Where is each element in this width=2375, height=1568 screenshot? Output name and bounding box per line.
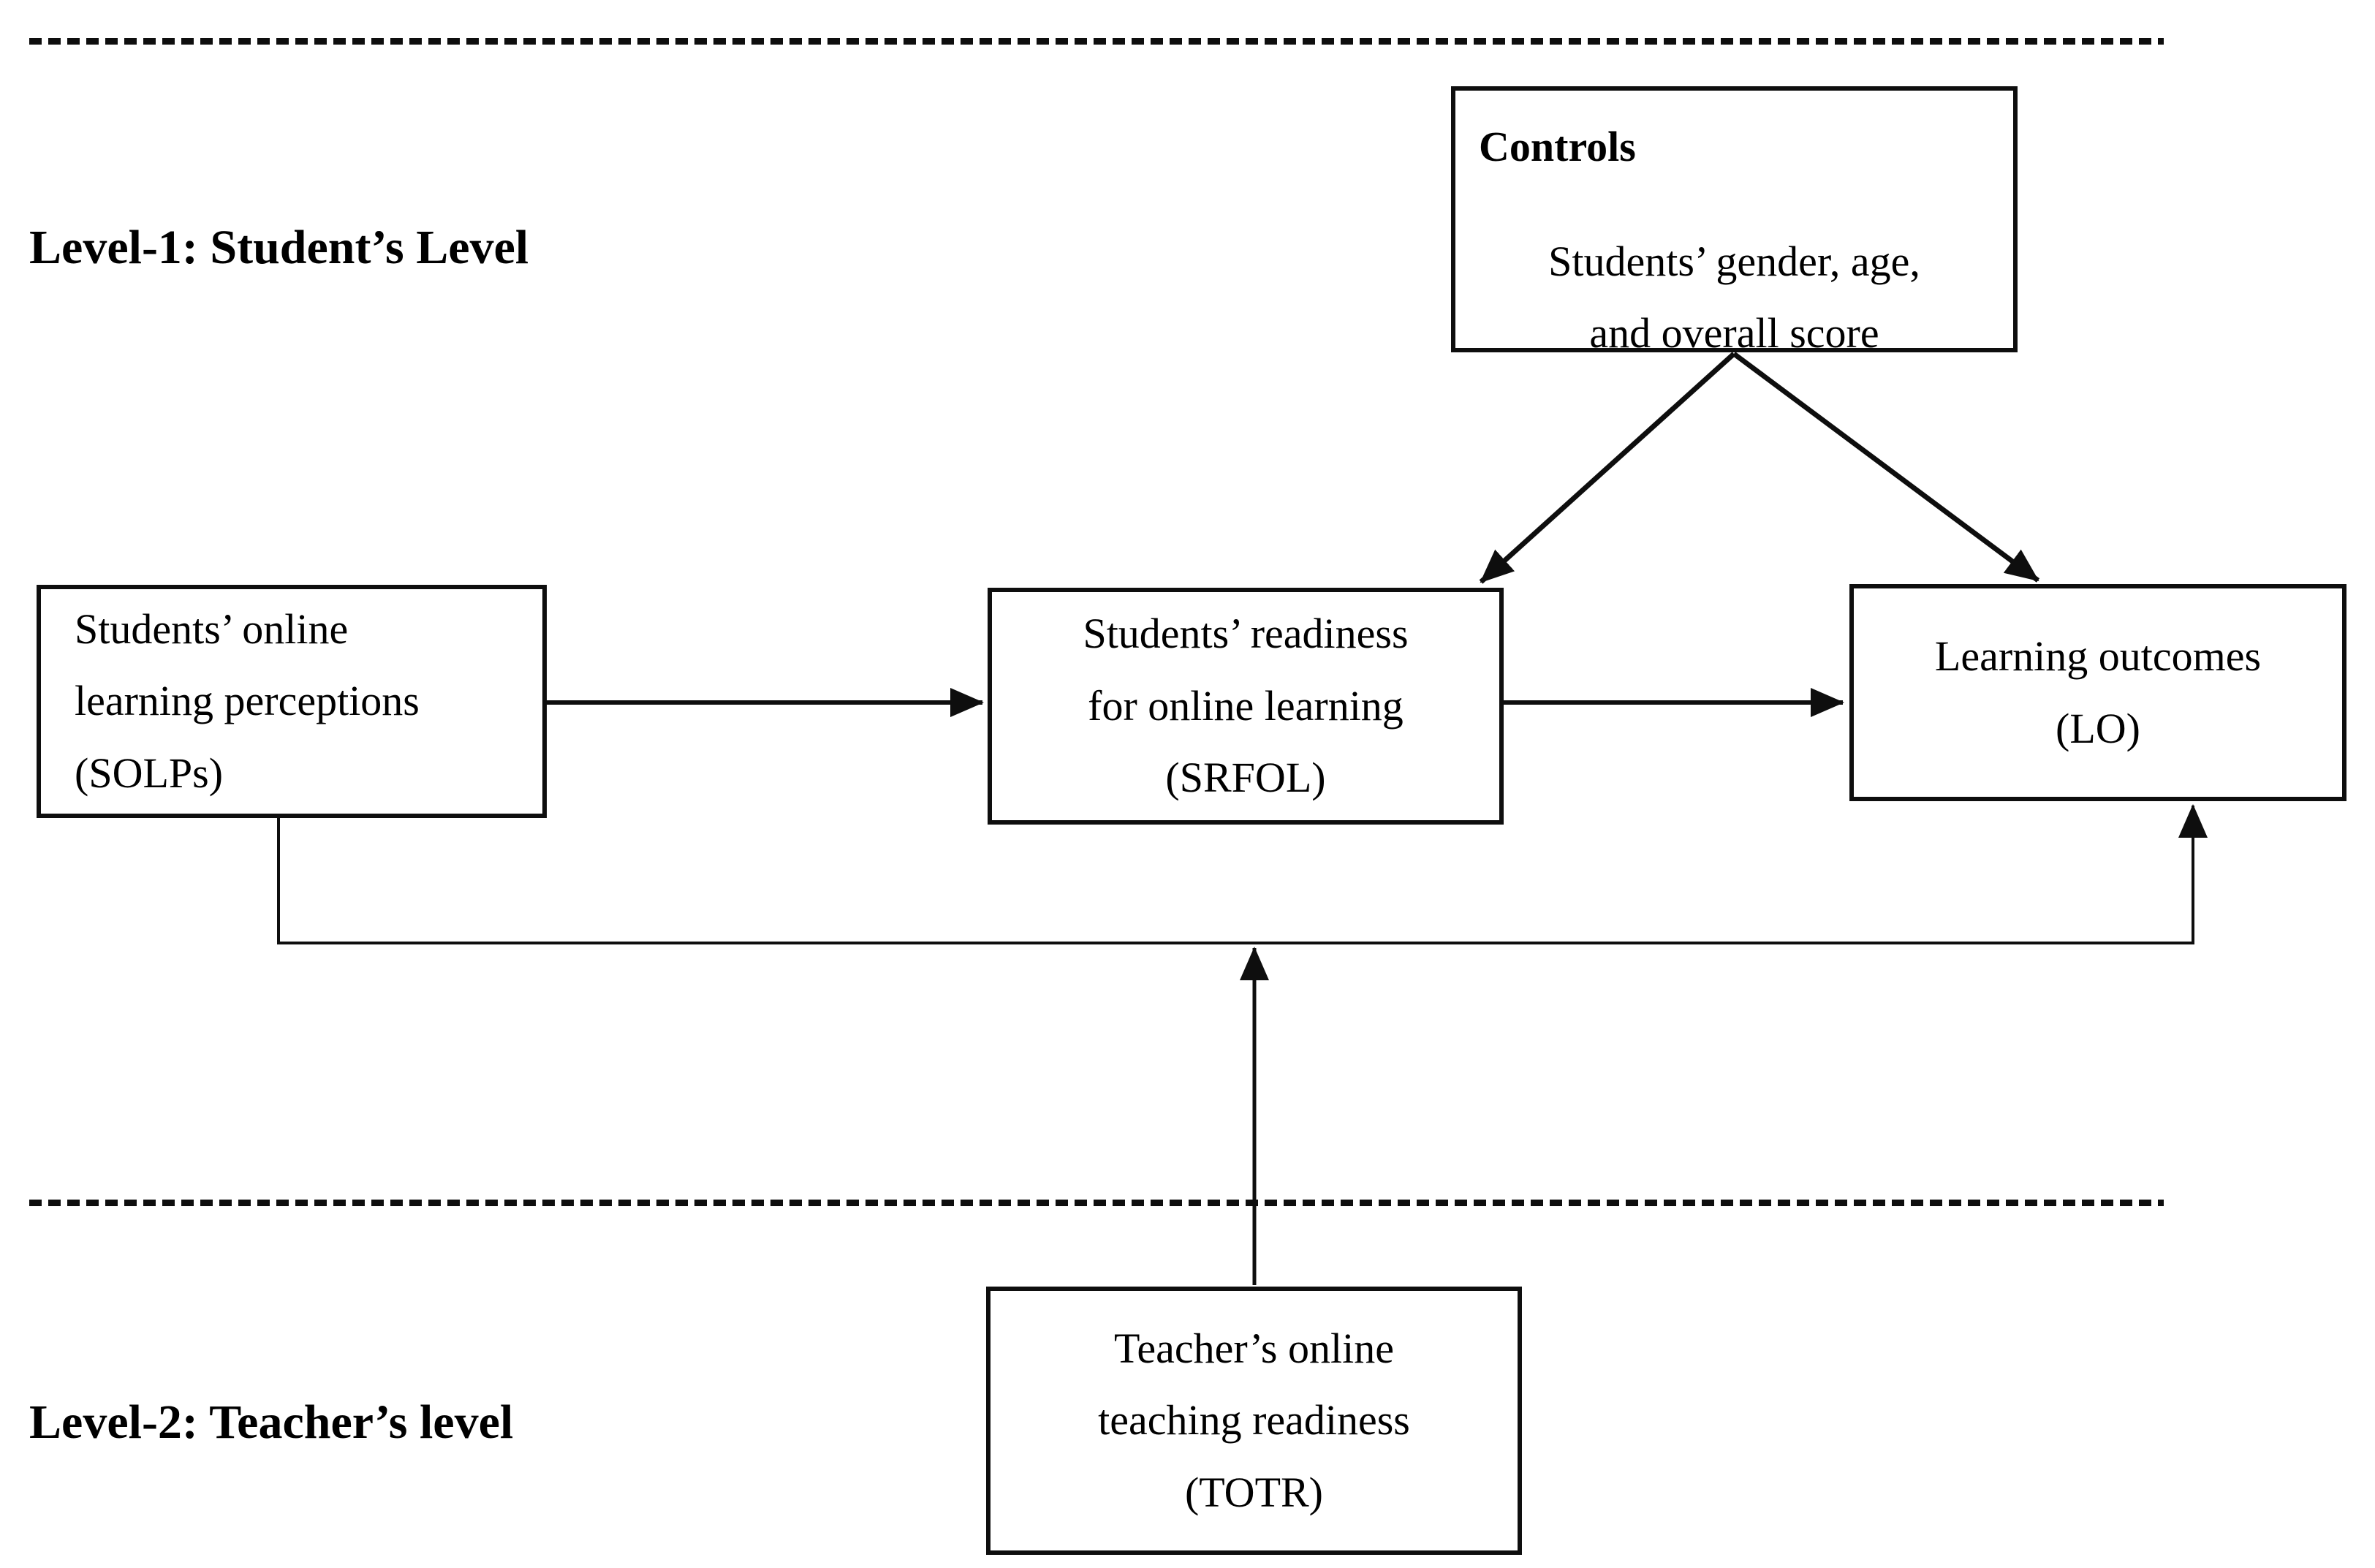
arrow-solps-to-lo-path xyxy=(277,804,2208,944)
totr-box: Teacher’s online teaching readiness (TOT… xyxy=(986,1287,1522,1555)
srfol-box-line1: Students’ readiness xyxy=(1083,610,1409,658)
level2-label: Level-2: Teacher’s level xyxy=(29,1395,514,1449)
srfol-box: Students’ readiness for online learning … xyxy=(988,588,1504,825)
level1-label: Level-1: Student’s Level xyxy=(29,221,529,274)
level-divider-top-dashed xyxy=(29,38,2164,45)
solps-box: Students’ online learning perceptions (S… xyxy=(37,585,547,818)
controls-box-title: Controls xyxy=(1479,123,1636,170)
solps-box-line1: Students’ online xyxy=(75,605,349,653)
controls-box-body: Students’ gender, age, and overall score xyxy=(1548,226,1920,370)
controls-box-body-line1: Students’ gender, age, xyxy=(1548,237,1920,285)
controls-box: Controls Students’ gender, age, and over… xyxy=(1451,86,2018,357)
srfol-box-line3: (SRFOL) xyxy=(1165,754,1326,802)
totr-box-line2: teaching readiness xyxy=(1098,1396,1410,1444)
arrow-controls-to-lo xyxy=(1732,352,2040,583)
controls-box-body-line2: and overall score xyxy=(1589,309,1879,357)
arrow-controls-to-srfol xyxy=(1479,352,1736,584)
solps-box-line3: (SOLPs) xyxy=(75,749,224,797)
totr-box-line3: (TOTR) xyxy=(1184,1468,1323,1516)
srfol-box-line2: for online learning xyxy=(1088,681,1404,730)
totr-box-line1: Teacher’s online xyxy=(1114,1324,1394,1372)
lo-box: Learning outcomes (LO) xyxy=(1849,584,2346,801)
lo-box-line2: (LO) xyxy=(2056,704,2140,752)
level-divider-bottom-dashed xyxy=(29,1200,2164,1206)
solps-box-line2: learning perceptions xyxy=(75,677,420,725)
lo-box-line1: Learning outcomes xyxy=(1934,632,2262,680)
